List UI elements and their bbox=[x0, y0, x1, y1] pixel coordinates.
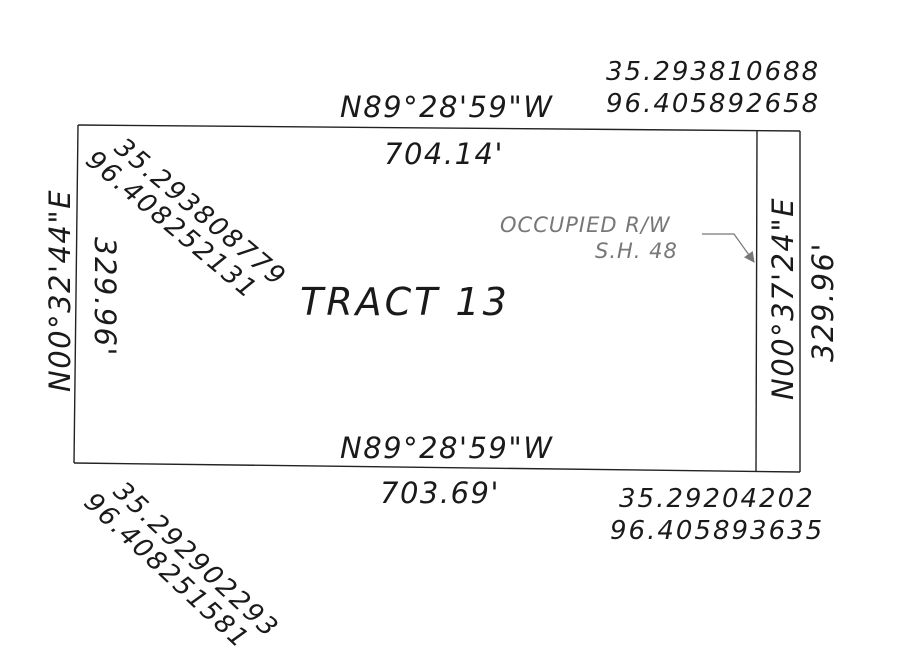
right-of-way-line bbox=[755, 129, 758, 472]
northeast-lon: 96.405892658 bbox=[606, 89, 820, 119]
southwest-corner-coordinates: 35.292902293 96.408251581 bbox=[78, 476, 284, 655]
west-bearing-label: N00°32'44"E bbox=[43, 189, 77, 392]
south-boundary-line bbox=[73, 462, 801, 473]
west-distance-label: 329.96' bbox=[88, 237, 122, 357]
occupied-row-note: OCCUPIED R/W bbox=[500, 213, 671, 237]
note-leader-arrow bbox=[702, 233, 755, 263]
northeast-lat: 35.293810688 bbox=[606, 57, 820, 87]
west-boundary-line bbox=[73, 124, 79, 464]
tract-title: TRACT 13 bbox=[300, 280, 510, 324]
north-boundary-line bbox=[77, 124, 801, 132]
north-distance-label: 704.14' bbox=[384, 137, 504, 171]
south-bearing-label: N89°28'59"W bbox=[340, 431, 553, 465]
east-distance-label: 329.96' bbox=[806, 242, 840, 362]
north-bearing-label: N89°28'59"W bbox=[340, 90, 553, 124]
south-distance-label: 703.69' bbox=[380, 476, 500, 510]
southeast-lon: 96.405893635 bbox=[610, 516, 824, 546]
state-highway-note: S.H. 48 bbox=[595, 239, 678, 263]
east-bearing-label: N00°37'24"E bbox=[766, 197, 800, 400]
southeast-lat: 35.29204202 bbox=[619, 484, 815, 514]
